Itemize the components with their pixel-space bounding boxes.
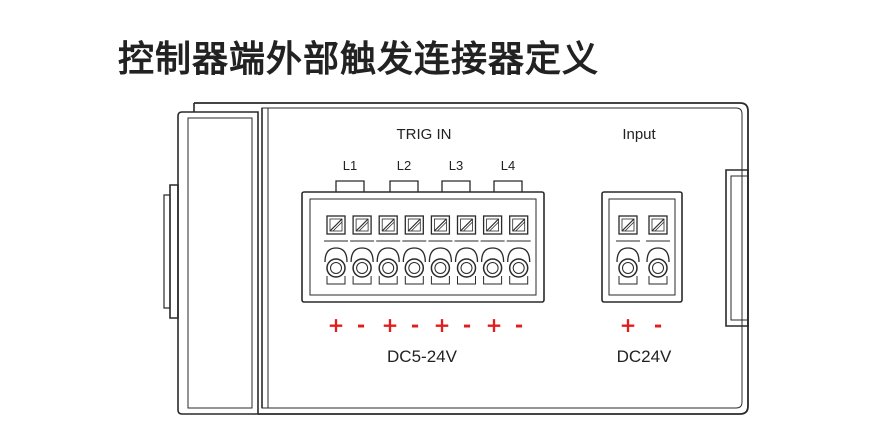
polarity-mark: + bbox=[620, 313, 637, 337]
main-housing bbox=[193, 102, 749, 415]
trig-voltage-label: DC5-24V bbox=[387, 347, 458, 366]
polarity-mark: - bbox=[357, 313, 365, 337]
input-connector bbox=[601, 191, 683, 303]
input-voltage-label: DC24V bbox=[617, 347, 672, 366]
channel-brackets bbox=[335, 180, 523, 192]
channel-labels: L1 L2 L3 L4 bbox=[343, 158, 515, 173]
channel-bracket bbox=[389, 180, 419, 192]
channel-label: L1 bbox=[343, 158, 357, 173]
terminal-slot bbox=[428, 215, 453, 285]
polarity-mark: - bbox=[654, 313, 662, 337]
polarity-mark: + bbox=[434, 313, 451, 337]
channel-label: L2 bbox=[397, 158, 411, 173]
channel-bracket bbox=[441, 180, 471, 192]
terminal-slot bbox=[350, 215, 375, 285]
terminal-slot bbox=[616, 215, 640, 285]
channel-label: L4 bbox=[501, 158, 515, 173]
terminal-slot bbox=[402, 215, 427, 285]
input-label: Input bbox=[622, 126, 656, 143]
terminal-slot bbox=[454, 215, 479, 285]
terminal-slot bbox=[376, 215, 401, 285]
polarity-mark: + bbox=[328, 313, 345, 337]
page-title: 控制器端外部触发连接器定义 bbox=[118, 39, 600, 80]
terminal-slot bbox=[646, 215, 670, 285]
trig-in-label: TRIG IN bbox=[397, 126, 452, 143]
terminal-slot bbox=[324, 215, 348, 285]
right-rail bbox=[725, 114, 749, 327]
polarity-mark: - bbox=[515, 313, 523, 337]
polarity-mark: - bbox=[411, 313, 419, 337]
trig-connector bbox=[301, 191, 545, 303]
input-polarity: + - bbox=[620, 313, 663, 337]
polarity-mark: + bbox=[382, 313, 399, 337]
channel-bracket bbox=[493, 180, 523, 192]
channel-bracket bbox=[335, 180, 365, 192]
polarity-mark: - bbox=[463, 313, 471, 337]
polarity-mark: + bbox=[486, 313, 503, 337]
left-housing bbox=[163, 111, 259, 415]
channel-label: L3 bbox=[449, 158, 463, 173]
terminal-slot bbox=[480, 215, 505, 285]
terminal-slot bbox=[506, 215, 531, 285]
trig-polarity: + - + - + - + - bbox=[328, 313, 524, 337]
